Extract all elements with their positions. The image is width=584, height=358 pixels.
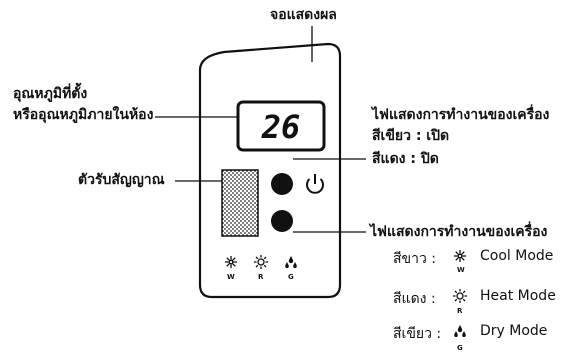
legend-dry-color: สีเขียว : — [393, 326, 442, 342]
power-indicator-label: ไฟแสดงการทำงานของเครื่อง — [372, 107, 550, 123]
temperature-screen — [236, 100, 326, 152]
panel-letter-r: R — [258, 273, 264, 281]
temperature-readout: 26 — [261, 108, 301, 146]
sun-icon — [452, 288, 468, 304]
droplets-icon — [454, 325, 466, 337]
panel-letter-g: G — [288, 273, 294, 281]
power-indicator-lamp — [271, 173, 293, 195]
legend-letter-g: G — [457, 344, 463, 352]
green-on-label: สีเขียว : เปิด — [372, 128, 450, 144]
snowflake-icon — [224, 255, 238, 269]
panel-letter-w: W — [227, 273, 235, 281]
set-temp-label-line1: อุณหภูมิที่ตั้ง — [13, 86, 88, 102]
legend-cool-color: สีขาว : — [393, 251, 437, 267]
legend-dry-mode: Dry Mode — [480, 323, 548, 339]
snowflake-icon — [453, 249, 467, 263]
mode-indicator-label: ไฟแสดงการทำงานของเครื่อง — [370, 224, 548, 240]
legend-letter-w: W — [457, 266, 465, 274]
legend-heat-mode: Heat Mode — [480, 288, 556, 304]
receiver-label: ตัวรับสัญญาณ — [78, 172, 165, 188]
sun-icon — [253, 254, 269, 270]
set-temp-label-line2: หรืออุณหภูมิภายในห้อง — [13, 107, 154, 123]
mode-indicator-lamp — [271, 210, 293, 232]
power-icon — [306, 174, 324, 194]
legend-letter-r: R — [457, 307, 463, 315]
display-label: จอแสดงผล — [270, 7, 337, 23]
signal-receiver — [221, 169, 259, 237]
red-off-label: สีแดง : ปิด — [372, 151, 439, 167]
legend-cool-mode: Cool Mode — [480, 248, 554, 264]
legend-heat-color: สีแดง : — [393, 291, 436, 307]
device-body — [198, 42, 342, 299]
